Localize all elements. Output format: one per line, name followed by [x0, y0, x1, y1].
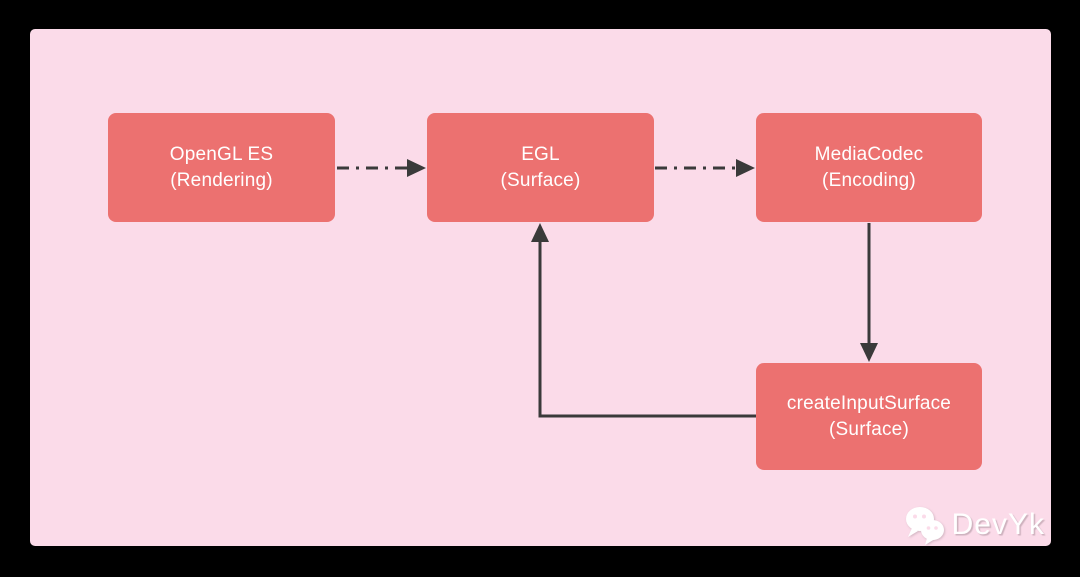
node-title: OpenGL ES — [169, 143, 274, 165]
node-subtitle: (Rendering) — [170, 169, 273, 191]
node-egl: EGL (Surface) — [427, 113, 654, 222]
node-opengl-es: OpenGL ES (Rendering) — [108, 113, 335, 222]
node-title: MediaCodec — [814, 143, 924, 165]
edge-mediacodec-to-createinputsurface — [860, 223, 878, 362]
node-subtitle: (Surface) — [500, 169, 581, 191]
node-subtitle: (Encoding) — [822, 169, 916, 191]
node-title: EGL — [521, 143, 560, 165]
edge-egl-to-mediacodec — [655, 159, 755, 177]
node-create-input-surface: createInputSurface (Surface) — [756, 363, 982, 470]
diagram-canvas: OpenGL ES (Rendering) EGL (Surface) Medi… — [30, 29, 1051, 546]
edge-createinputsurface-to-egl — [531, 223, 756, 418]
node-subtitle: (Surface) — [829, 418, 909, 440]
node-title: createInputSurface — [786, 392, 952, 414]
watermark-label: DevYk — [951, 508, 1045, 541]
edge-opengl-to-egl — [337, 159, 426, 177]
watermark: DevYk — [903, 504, 1045, 546]
node-mediacodec: MediaCodec (Encoding) — [756, 113, 982, 222]
wechat-icon — [905, 507, 944, 545]
